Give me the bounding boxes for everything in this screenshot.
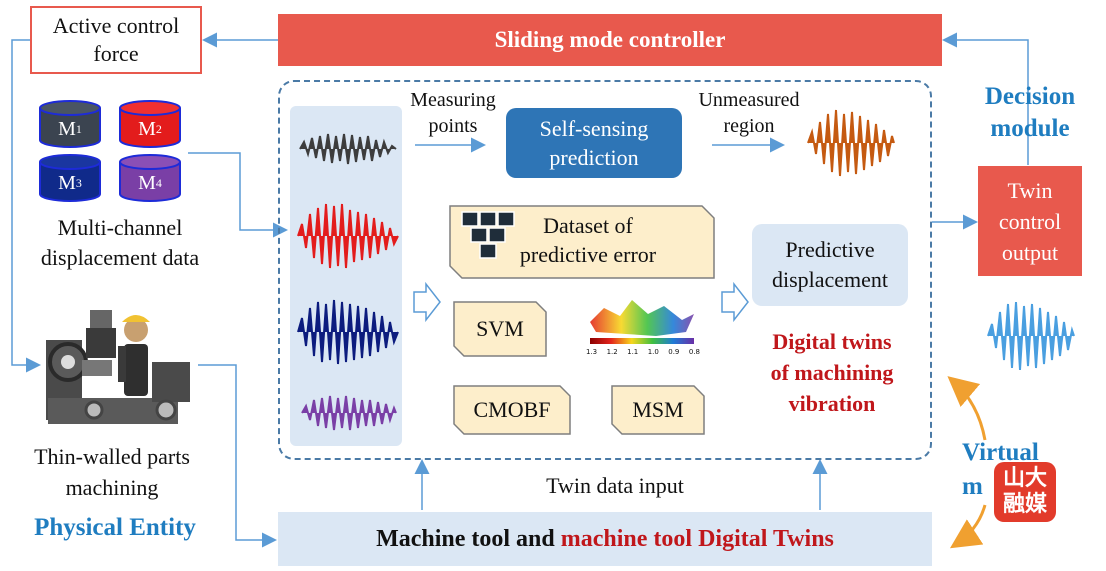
unmeasured-region-label: Unmeasured region <box>698 89 800 137</box>
cmobf-card-shape <box>453 385 571 435</box>
multi-channel-label: Multi-channel displacement data <box>40 215 200 270</box>
cylinder-icons <box>39 100 181 202</box>
msm-label: MSM <box>632 397 684 422</box>
controller-label: Sliding mode controller <box>494 27 726 52</box>
waveform-panel <box>290 106 402 446</box>
active-control-force-box: Active control force <box>30 6 202 74</box>
svm-card-shape <box>453 301 547 357</box>
sliding-mode-controller: Sliding mode controller <box>278 14 942 66</box>
waveform-gray <box>299 133 397 165</box>
machine-tool-digital-twins-bar: Machine tool and machine tool Digital Tw… <box>278 512 932 566</box>
decision-module-label: Decision module <box>984 83 1076 142</box>
active-control-line1: Active control <box>52 13 180 38</box>
waveform-orange <box>807 109 895 177</box>
waveform-red <box>297 203 399 269</box>
dataset-card-shape <box>449 205 715 279</box>
waveform-light-blue <box>987 301 1075 371</box>
dataset-label: Dataset of predictive error <box>519 213 657 267</box>
twin-control-output-box: Twin control output <box>978 166 1082 276</box>
msm-card-shape <box>611 385 705 435</box>
physical-entity-label: Physical Entity <box>34 514 196 541</box>
waveform-navy <box>297 299 399 365</box>
bottom-label-part1: Machine tool and <box>376 525 561 552</box>
measuring-points-label: Measuring points <box>410 89 496 137</box>
active-control-line2: force <box>93 41 139 66</box>
twin-data-input-label: Twin data input <box>546 473 684 498</box>
media-logo: 山大 融媒 <box>994 462 1056 522</box>
digital-twin-dashed-box <box>278 80 932 460</box>
cubes-icon <box>461 211 515 259</box>
waveform-purple <box>301 395 397 431</box>
virtual-module-label: Virtual m <box>962 439 1039 500</box>
predictive-displacement-box: Predictive displacement <box>752 224 908 306</box>
self-sensing-prediction-box: Self-sensing prediction <box>506 108 682 178</box>
thin-walled-label: Thin-walled parts machining <box>34 444 190 500</box>
svm-label: SVM <box>476 316 524 341</box>
heatmap-surface <box>590 300 694 344</box>
digital-twins-label: Digital twins of machining vibration <box>770 328 894 416</box>
cmobf-label: CMOBF <box>473 397 551 422</box>
bottom-label-part2: machine tool Digital Twins <box>560 525 834 552</box>
machine-tool-icon <box>38 300 198 430</box>
